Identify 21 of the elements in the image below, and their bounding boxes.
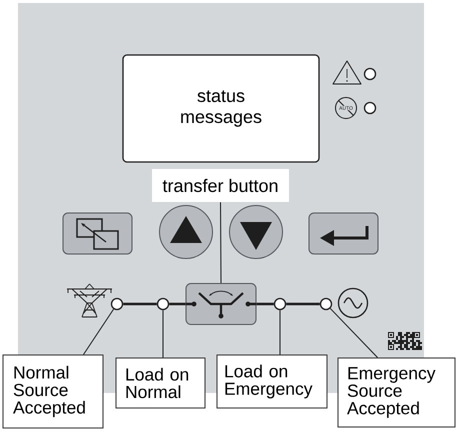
callout-box: Normal Source Accepted: [2, 354, 104, 428]
leader-line: [83, 308, 114, 355]
indicator-light: [110, 298, 124, 310]
connector-line: [169, 302, 186, 306]
indicator-light: [274, 298, 286, 310]
callout-label: transfer button: [152, 169, 289, 202]
leader-line: [162, 310, 164, 358]
callout-box: Emergency Source Accepted: [338, 358, 456, 428]
callout-box: Load on Emergency: [216, 354, 328, 408]
indicator-light: [320, 298, 332, 310]
connector-line: [286, 302, 320, 306]
display-screen: status messages: [122, 54, 320, 163]
leader-line: [220, 202, 222, 284]
connector-line: [256, 302, 274, 306]
transfer-button: [186, 283, 256, 325]
callout-box: Load on Normal: [116, 358, 206, 408]
leader-line: [330, 308, 378, 358]
indicator-light: [364, 102, 376, 114]
indicator-light: [364, 68, 376, 80]
indicator-light: [156, 298, 170, 310]
connector-line: [123, 302, 157, 306]
